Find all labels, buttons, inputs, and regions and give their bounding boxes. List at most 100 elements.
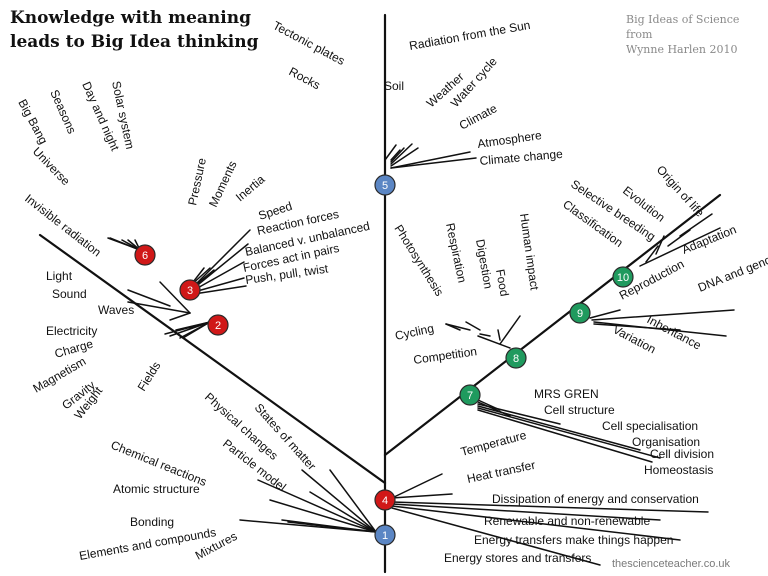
topic-label-n4: Heat transfer [466, 458, 537, 486]
topic-label-n7: Organisation [632, 435, 700, 449]
topic-label-n8: Food [493, 268, 512, 297]
leaf-line [391, 507, 601, 566]
node-number: 3 [187, 285, 193, 297]
leaf-line [384, 144, 397, 161]
topic-label-n1: Bonding [130, 515, 174, 529]
leaf-line [193, 285, 247, 295]
leaf-line [479, 333, 491, 337]
leaf-line [329, 469, 377, 533]
node-number: 5 [382, 180, 388, 192]
leaf-line [239, 519, 377, 533]
leaf-line [301, 469, 377, 533]
source-line-2: Wynne Harlen 2010 [626, 43, 738, 56]
big-idea-node-9: 9 [569, 302, 591, 324]
topic-label-n8: Digestion [473, 238, 495, 290]
node-circle [374, 489, 396, 511]
big-idea-nodes: 1 2 3 4 5 6 7 8 9 10 [134, 174, 634, 546]
leaf-line [269, 499, 377, 533]
leaf-line [593, 323, 681, 331]
topic-label-n7: Cell structure [544, 403, 615, 417]
leaf-line [497, 329, 501, 341]
leaf-line [193, 261, 245, 291]
leaf-line [390, 149, 401, 161]
leaf-line [679, 213, 713, 237]
leaf-line [477, 409, 653, 463]
topic-label-n6: Universe [30, 144, 73, 188]
leaf-line [309, 491, 377, 533]
topic-label-n4: Temperature [459, 428, 528, 459]
topic-label-n4: Energy transfers make things happen [474, 533, 673, 547]
leaf-line [391, 473, 443, 499]
leaf-line [390, 157, 477, 169]
node-circle [569, 302, 591, 324]
topic-label-n4: Dissipation of energy and conservation [492, 492, 699, 506]
leaf-line [193, 277, 245, 293]
topic-label-n5: Tectonic plates [271, 18, 348, 68]
source-note: Big Ideas of Science from Wynne Harlen 2… [626, 12, 768, 57]
leaf-line [169, 321, 211, 337]
leaf-line [391, 493, 453, 499]
topic-label-n7: Cell division [650, 447, 714, 461]
topic-label-n7: Cell specialisation [602, 419, 698, 433]
topic-label-n6: Big Bang [15, 97, 50, 147]
topic-label-n5: Radiation from the Sun [408, 18, 531, 53]
leaf-line [499, 315, 521, 345]
big-idea-node-6: 6 [134, 244, 156, 266]
leaf-line [667, 229, 691, 247]
topic-label-n5: Rocks [287, 64, 323, 92]
leaf-line [477, 405, 641, 451]
topic-label-n9: DNA and genomes [696, 244, 768, 295]
leaf-line [445, 323, 461, 331]
leaf-line [390, 151, 471, 169]
topic-label-n4: Renewable and non-renewable [484, 514, 650, 528]
main-branch-left [38, 233, 387, 485]
topic-label-n2: Waves [98, 303, 134, 317]
node-circle [207, 314, 229, 336]
topic-label-n5: Climate [457, 101, 500, 133]
topic-label-n3: Inertia [233, 172, 268, 204]
node-circle [179, 279, 201, 301]
leaf-line [591, 309, 735, 321]
topic-label-n7: Homeostasis [644, 463, 713, 477]
topic-label-n5: Atmosphere [476, 128, 542, 151]
topic-labels: Elements and compoundsMixturesBondingAto… [15, 18, 768, 565]
main-branch-right [383, 193, 722, 457]
topic-label-n7: MRS GREN [534, 387, 599, 401]
topic-label-n2: Sound [52, 287, 87, 301]
leaf-line [390, 147, 405, 163]
topic-label-n3: Pressure [185, 156, 209, 206]
leaf-line [391, 501, 709, 513]
topic-label-n2: Invisible radiation [22, 191, 104, 259]
leaf-line [655, 235, 665, 255]
node-number: 6 [142, 250, 148, 262]
leaf-line [127, 301, 191, 314]
topic-label-n2: Electricity [46, 324, 97, 338]
big-idea-node-7: 7 [459, 384, 481, 406]
credit-text: thescienceteacher.co.uk [612, 558, 731, 570]
leaf-line [391, 505, 681, 541]
topic-label-n3: Moments [206, 159, 240, 210]
leaf-line [589, 309, 621, 319]
topic-label-n8: Human impact [517, 212, 542, 291]
title-line-2: leads to Big Idea thinking [10, 32, 259, 52]
leaf-line [127, 289, 171, 307]
big-idea-node-10: 10 [612, 266, 634, 288]
leaf-line [257, 479, 377, 533]
topic-label-n2: Light [46, 269, 73, 283]
tree-branches [38, 13, 735, 574]
leaf-line [477, 407, 661, 459]
leaf-line [639, 227, 721, 267]
topic-label-n6: Seasons [47, 88, 79, 136]
topic-label-n8: Photosynthesis [391, 222, 446, 298]
node-number: 4 [382, 495, 388, 507]
topic-label-n4: Energy stores and transfers [444, 551, 591, 565]
leaf-line [477, 403, 561, 425]
topic-label-n5: Climate change [479, 147, 564, 168]
leaf-line [193, 243, 249, 289]
big-idea-node-1: 1 [374, 524, 396, 546]
node-number: 8 [513, 353, 519, 365]
big-idea-node-2: 2 [207, 314, 229, 336]
node-circle [505, 347, 527, 369]
big-idea-node-4: 4 [374, 489, 396, 511]
